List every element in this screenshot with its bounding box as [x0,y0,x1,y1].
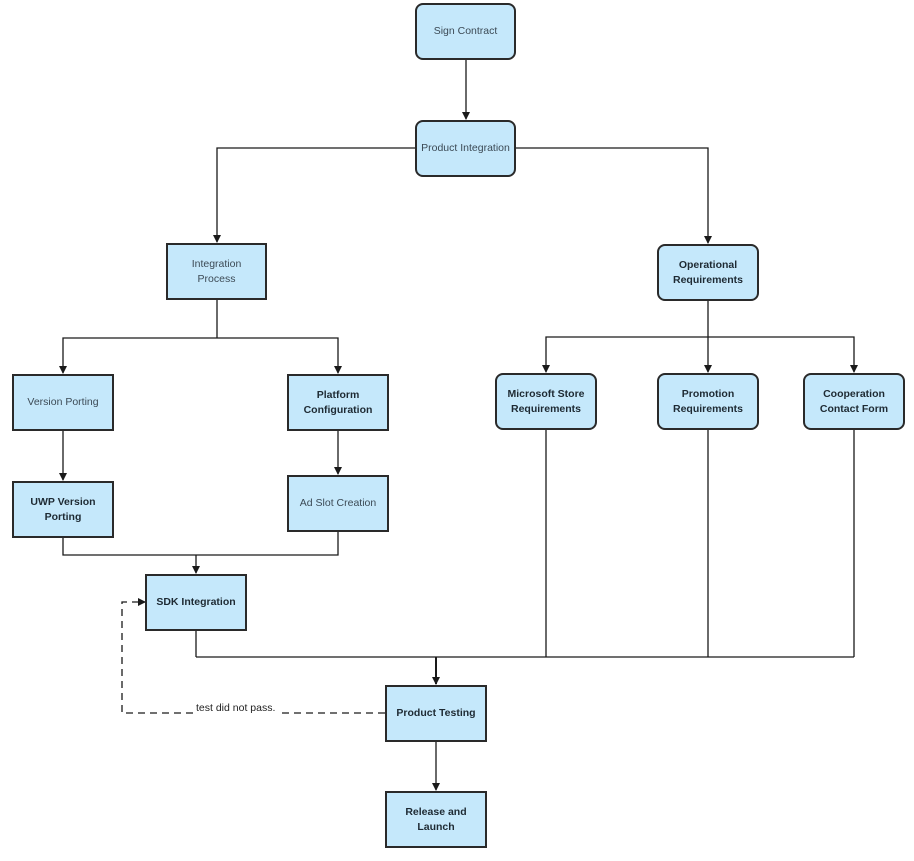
node-label: SDK Integration [156,596,236,608]
node-label: Promotion Requirements [672,387,744,415]
node-label: Operational Requirements [672,258,744,286]
node-label: Integration Process [191,257,242,285]
node-integration-process[interactable]: Integration Process [166,243,267,300]
node-label: Release and Launch [405,805,467,833]
node-label: Product Integration [421,142,510,154]
node-uwp-version-porting[interactable]: UWP Version Porting [12,481,114,538]
edge-operational-to-coop [708,336,858,373]
node-ad-slot-creation[interactable]: Ad Slot Creation [287,475,389,532]
node-label: UWP Version Porting [30,495,96,523]
edge-integration-to-operational [516,147,712,244]
node-sign-contract[interactable]: Sign Contract [415,3,516,60]
edge-process-to-platform-config [217,337,342,374]
node-cooperation-contact-form[interactable]: Cooperation Contact Form [803,373,905,430]
edge-operational-to-msstore [542,336,708,373]
edge-uwp-merge [62,532,339,556]
node-product-integration[interactable]: Product Integration [415,120,516,177]
node-label: Sign Contract [433,25,498,37]
edge-process-to-version-porting [59,337,217,374]
node-operational-requirements[interactable]: Operational Requirements [657,244,759,301]
node-release-and-launch[interactable]: Release and Launch [385,791,487,848]
node-sdk-integration[interactable]: SDK Integration [145,574,247,631]
node-promotion-requirements[interactable]: Promotion Requirements [657,373,759,430]
node-label: Version Porting [27,396,99,408]
edge-test-failed-loop [121,598,385,714]
node-label: Ad Slot Creation [299,497,377,509]
node-label: Microsoft Store Requirements [507,387,585,415]
node-product-testing[interactable]: Product Testing [385,685,487,742]
node-label: Platform Configuration [303,388,373,416]
node-version-porting[interactable]: Version Porting [12,374,114,431]
node-microsoft-store-requirements[interactable]: Microsoft Store Requirements [495,373,597,430]
edge-integration-to-process [213,147,416,243]
node-label: Cooperation Contact Form [819,387,889,415]
node-platform-configuration[interactable]: Platform Configuration [287,374,389,431]
edge-label-test-failed: test did not pass. [193,702,279,714]
node-label: Product Testing [396,707,476,719]
